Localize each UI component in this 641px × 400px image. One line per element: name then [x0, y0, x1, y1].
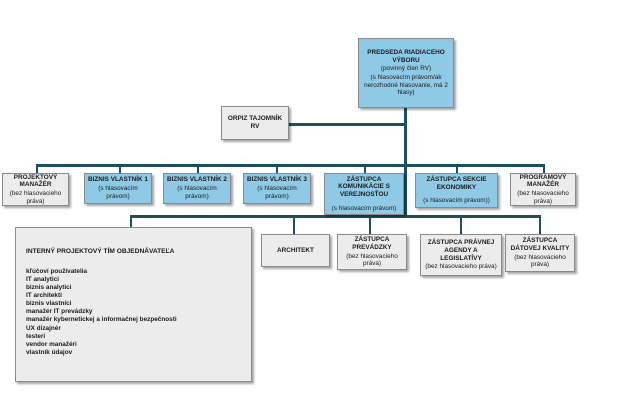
- list-item: kľúčoví používatelia: [26, 267, 88, 275]
- internal-team-members: kľúčoví používatelia IT analytici biznis…: [26, 268, 177, 357]
- internal-team-title: INTERNÝ PROJEKTOVÝ TÍM OBJEDNÁVATEĽA: [26, 248, 175, 255]
- member-title: PROJEKTOVÝ MANAŽÉR: [13, 173, 58, 189]
- member-voting-note: (bez hlasovacieho práva): [346, 252, 398, 268]
- member-box-project-manager: PROJEKTOVÝ MANAŽÉR (bez hlasovacieho prá…: [2, 173, 69, 206]
- member-voting-note: (s hlasovacím právom)): [423, 197, 490, 205]
- member-box-business-owner-3: BIZNIS VLASTNÍK 3 (s hlasovacím právom): [243, 173, 311, 204]
- connector-drop-1: [36, 164, 38, 173]
- member-box-architect: ARCHITEKT: [261, 234, 330, 267]
- member-box-business-owner-2: BIZNIS VLASTNÍK 2 (s hlasovacím právom): [163, 173, 231, 204]
- list-item: biznis vlastníci: [26, 300, 72, 308]
- member-box-public-communication: ZÁSTUPCA KOMUNIKÁCIE S VEREJNOSŤOU (s hl…: [324, 173, 404, 215]
- connector-drop-2: [119, 164, 121, 173]
- connector-team-drop: [130, 215, 132, 227]
- list-item: vendor manažéri: [26, 340, 77, 348]
- chair-box: PREDSEDA RIADIACEHO VÝBORU (povinný člen…: [358, 38, 454, 108]
- list-item: testeri: [26, 332, 46, 340]
- member-voting-note: (s hlasovacím právom): [257, 185, 297, 200]
- member-title: ZÁSTUPCA DÁTOVEJ KVALITY: [510, 237, 570, 252]
- member-title: BIZNIS VLASTNÍK 1: [87, 176, 148, 184]
- member-voting-note: (s hlasovacím právom): [98, 185, 138, 200]
- member-voting-note: (bez hlasovacieho práva): [425, 263, 497, 271]
- member-voting-note: (bez hlasovacieho práva): [9, 190, 62, 205]
- member-title: ZÁSTUPCA PRÁVNEJ AGENDY A LEGISLATÍVY: [427, 239, 495, 262]
- connector-row2-drop-4: [539, 215, 541, 234]
- chair-line1: (povinný člen RV): [380, 65, 432, 73]
- connector-row1-bus: [36, 164, 545, 167]
- connector-drop-4: [276, 164, 278, 173]
- member-title: BIZNIS VLASTNÍK 3: [246, 176, 307, 184]
- list-item: IT analytici: [26, 276, 60, 283]
- member-voting-note: (s hlasovacím právom): [331, 204, 397, 212]
- member-title: PROGRAMOVÝ MANAŽÉR: [519, 173, 567, 189]
- member-box-operations: ZÁSTUPCA PREVÁDZKY (bez hlasovacieho prá…: [337, 234, 407, 270]
- internal-team-box: INTERNÝ PROJEKTOVÝ TÍM OBJEDNÁVATEĽA kľú…: [15, 227, 252, 382]
- member-box-economy-section: ZÁSTUPCA SEKCIE EKONOMIKY (s hlasovacím …: [415, 173, 498, 208]
- connector-drop-7: [543, 164, 545, 173]
- connector-row2-drop-2: [369, 215, 371, 234]
- list-item: UX dizajnér: [26, 324, 61, 332]
- connector-secretary: [288, 123, 406, 126]
- list-item: manažér IT prevádzky: [26, 308, 93, 316]
- connector-drop-3: [197, 164, 199, 173]
- connector-row2-bus: [130, 215, 541, 218]
- member-box-business-owner-1: BIZNIS VLASTNÍK 1 (s hlasovacím právom): [84, 173, 152, 204]
- member-box-legal-agenda: ZÁSTUPCA PRÁVNEJ AGENDY A LEGISLATÍVY (b…: [420, 234, 502, 276]
- list-item: IT architekti: [26, 292, 62, 300]
- member-title: ARCHITEKT: [277, 246, 314, 254]
- member-voting-note: (bez hlasovacieho práva): [514, 253, 566, 269]
- member-voting-note: (s hlasovacím právom): [177, 185, 217, 200]
- connector-chair-trunk: [404, 108, 407, 216]
- list-item: vlastník údajov: [26, 348, 73, 356]
- member-title: ZÁSTUPCA SEKCIE EKONOMIKY: [426, 175, 487, 191]
- connector-row2-drop-1: [293, 215, 295, 234]
- secretary-title: ORPIZ TAJOMNÍK RV: [227, 115, 283, 130]
- list-item: biznis analytici: [26, 284, 72, 292]
- chair-title: PREDSEDA RIADIACEHO VÝBORU: [367, 48, 445, 64]
- member-title: ZÁSTUPCA KOMUNIKÁCIE S VEREJNOSŤOU: [338, 175, 390, 198]
- member-title: BIZNIS VLASTNÍK 2: [166, 176, 227, 184]
- member-box-data-quality: ZÁSTUPCA DÁTOVEJ KVALITY (bez hlasovacie…: [505, 234, 575, 272]
- chair-line2: (s hlasovacím právom/ak nerozhodné hlaso…: [364, 74, 448, 97]
- member-box-program-manager: PROGRAMOVÝ MANAŽÉR (bez hlasovacieho prá…: [510, 173, 576, 206]
- secretary-box: ORPIZ TAJOMNÍK RV: [221, 106, 289, 140]
- connector-drop-6: [456, 164, 458, 173]
- connector-drop-5: [364, 164, 366, 173]
- list-item: manažér kybernetickej a informačnej bezp…: [26, 316, 177, 324]
- connector-row2-drop-3: [460, 215, 462, 234]
- member-title: ZÁSTUPCA PREVÁDZKY: [352, 236, 392, 251]
- member-voting-note: (bez hlasovacieho práva): [517, 190, 569, 205]
